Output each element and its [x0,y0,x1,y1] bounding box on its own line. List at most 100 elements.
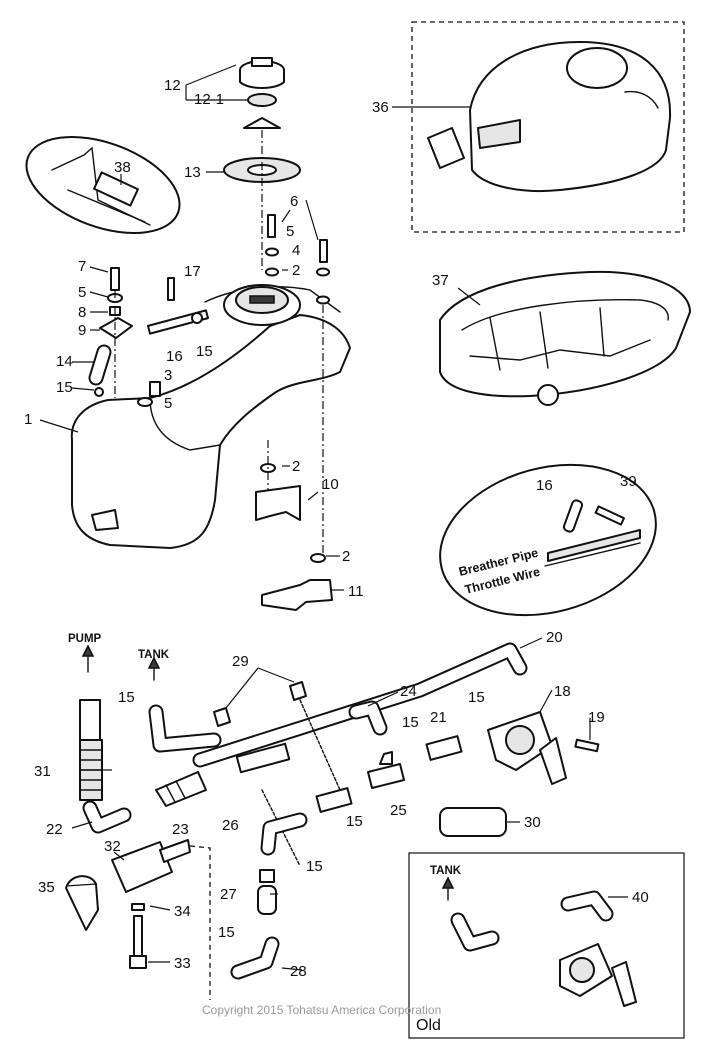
t-joint-25 [367,763,405,789]
callout-39: 39 [620,473,637,490]
screw-7 [110,267,120,291]
callout-5a: 5 [78,284,86,301]
callout-36: 36 [372,99,389,116]
callout-1: 1 [24,411,32,428]
brackets [255,440,333,611]
inset-16-39 [439,463,657,617]
hose-mid-b [315,787,353,813]
callout-31: 31 [34,763,51,780]
callout-15f: 15 [346,813,363,830]
callout-13: 13 [184,164,201,181]
hose-31-upper [79,699,101,741]
label-tank-old: TANK [430,865,462,877]
callout-33: 33 [174,955,191,972]
callout-40: 40 [632,889,649,906]
bracket-11 [261,579,333,611]
callout-35: 35 [38,879,55,896]
top-cowl-dashed-box [411,21,685,233]
clamp-9 [99,317,133,339]
old-inset-box [408,852,685,1039]
screw-39 [594,505,625,526]
inset-16-39-ellipse [439,463,657,617]
bottom-cowl [439,270,691,398]
callout-16b: 16 [536,477,553,494]
key-35 [65,875,99,931]
callout-29: 29 [232,653,249,670]
washer-3 [149,381,161,397]
cowl-handle-grip [427,127,465,169]
callout-5b: 5 [286,223,294,240]
cowl-handle-slot [477,119,521,149]
label-old: Old [416,1017,441,1034]
callout-2a: 2 [292,262,300,279]
callout-12-1: 12-1 [194,91,224,108]
callout-3: 3 [164,367,172,384]
callout-20: 20 [546,629,563,646]
callout-30: 30 [524,814,541,831]
fuel-cap-gasket [247,93,277,107]
primer-pump-32 [111,841,173,893]
label-tank: TANK [138,649,170,661]
label-pump: PUMP [68,633,102,645]
right-hardware [265,214,330,560]
fuel-cap-group [185,57,301,270]
callout-22: 22 [46,821,63,838]
callout-25: 25 [390,802,407,819]
connector-29a [213,707,231,727]
copyright-notice: Copyright 2015 Tohatsu America Corporati… [202,1003,441,1017]
top-cowl-group [392,21,685,233]
screw-17 [167,277,175,301]
top-cowl-cap [566,47,628,89]
callouts: 1 2 2 2 3 4 5 5 5 6 7 8 9 10 11 12 12-1 … [24,77,649,980]
screw-right-a [267,214,276,238]
callout-12: 12 [164,77,181,94]
bottom-cowl-group [439,270,691,406]
callout-15g: 15 [306,858,323,875]
callout-15c: 15 [118,689,135,706]
callout-18: 18 [554,683,571,700]
callout-2c: 2 [342,548,350,565]
fitting-27-top [259,869,275,883]
tank-hardware [88,267,210,407]
callout-27: 27 [220,886,237,903]
callout-6: 6 [290,193,298,210]
callout-26: 26 [222,817,239,834]
callout-10: 10 [322,476,339,493]
callout-7: 7 [78,258,86,275]
callout-38: 38 [114,159,131,176]
callout-14: 14 [56,353,73,370]
old-inset [408,852,685,1039]
callout-2b: 2 [292,458,300,475]
fitting-27 [257,885,277,915]
fuel-strainer [243,117,281,129]
washer-5b [137,397,153,407]
bolt-33 [133,915,143,957]
callout-15e: 15 [468,689,485,706]
hose-21 [425,735,463,761]
callout-28: 28 [290,963,307,980]
fuel-tank-body [70,314,351,549]
callout-19: 19 [588,709,605,726]
callout-9: 9 [78,322,86,339]
screw-19 [574,738,600,753]
callout-15d: 15 [402,714,419,731]
callout-5c: 5 [164,395,172,412]
fuel-tank-group [39,284,351,549]
callout-16a: 16 [166,348,183,365]
bracket-10 [255,485,301,521]
leader-lines [65,199,591,971]
connector-29b [289,681,307,701]
callout-17: 17 [184,263,201,280]
callout-23: 23 [172,821,189,838]
fuel-system [65,642,600,1000]
callout-15h: 15 [218,924,235,941]
callout-24: 24 [400,683,417,700]
callout-21: 21 [430,709,447,726]
callout-32: 32 [104,838,121,855]
callout-4: 4 [292,242,300,259]
gasket-30 [439,807,507,837]
clip-15a [94,387,104,397]
washer-34 [131,903,145,911]
clip-15b [191,312,203,324]
